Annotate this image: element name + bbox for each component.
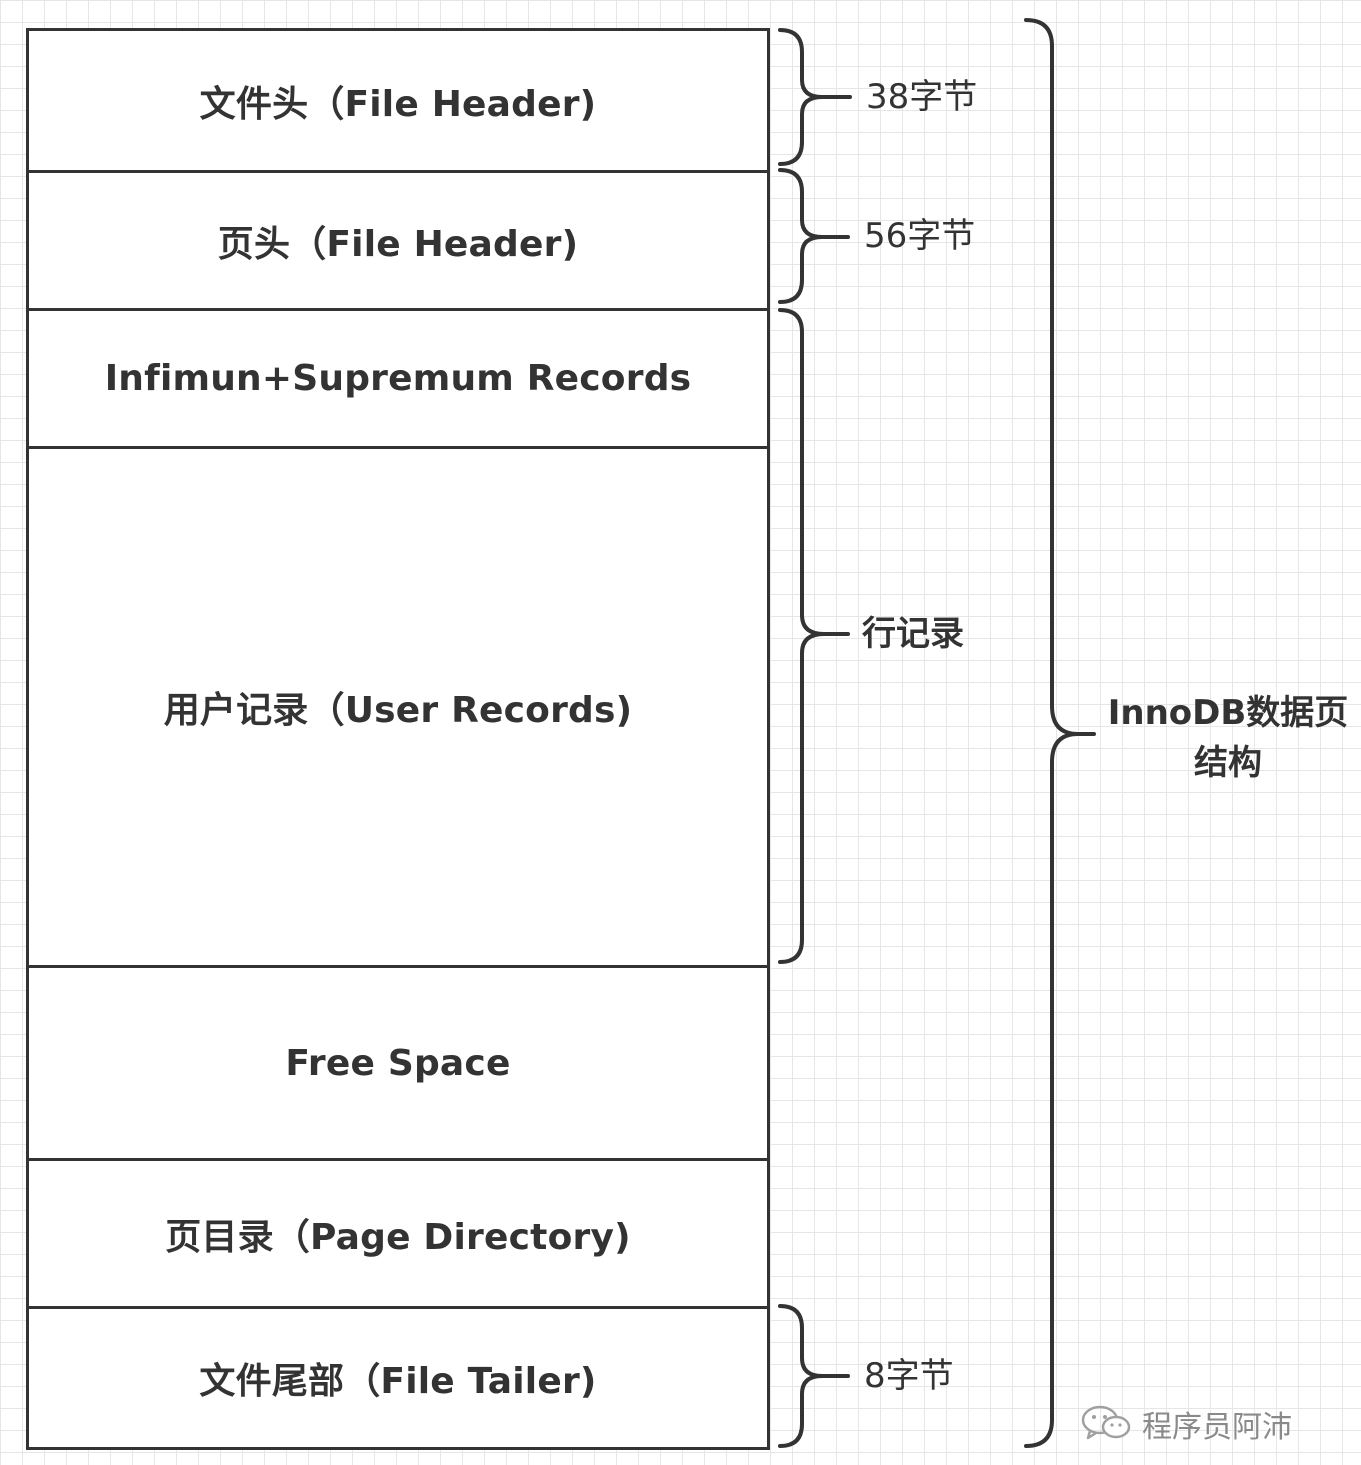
segment-label: 页目录（Page Directory) bbox=[165, 1216, 631, 1258]
label-56-bytes: 56字节 bbox=[864, 216, 976, 256]
segment-label: Infimun+Supremum Records bbox=[104, 358, 692, 399]
brace-file-header bbox=[778, 28, 852, 166]
segment-file-header: 文件头（File Header) bbox=[29, 31, 767, 170]
brace-whole-page bbox=[1024, 18, 1096, 1448]
segment-free-space: Free Space bbox=[29, 965, 767, 1158]
watermark-text: 程序员阿沛 bbox=[1142, 1410, 1292, 1445]
innodb-page-stack: 文件头（File Header) 页头（File Header) Infimun… bbox=[26, 28, 770, 1450]
segment-file-tailer: 文件尾部（File Tailer) bbox=[29, 1306, 767, 1447]
label-row-records: 行记录 bbox=[862, 614, 964, 654]
watermark: 程序员阿沛 bbox=[1080, 1402, 1292, 1446]
brace-page-header bbox=[778, 168, 850, 304]
label-38-bytes: 38字节 bbox=[866, 77, 978, 117]
brace-file-tailer bbox=[778, 1304, 850, 1448]
segment-page-header: 页头（File Header) bbox=[29, 170, 767, 308]
segment-label: 文件头（File Header) bbox=[199, 83, 597, 125]
segment-label: 文件尾部（File Tailer) bbox=[199, 1361, 597, 1402]
label-innodb-page-structure: InnoDB数据页结构 bbox=[1107, 693, 1349, 783]
brace-row-records bbox=[778, 308, 850, 964]
segment-label: Free Space bbox=[285, 1042, 511, 1084]
segment-label: 页头（File Header) bbox=[217, 223, 579, 265]
wechat-icon bbox=[1080, 1403, 1132, 1445]
segment-page-directory: 页目录（Page Directory) bbox=[29, 1158, 767, 1306]
segment-user-records: 用户记录（User Records) bbox=[29, 446, 767, 965]
label-8-bytes: 8字节 bbox=[864, 1356, 954, 1396]
segment-label: 用户记录（User Records) bbox=[163, 690, 633, 731]
segment-infimum-supremum: Infimun+Supremum Records bbox=[29, 308, 767, 446]
